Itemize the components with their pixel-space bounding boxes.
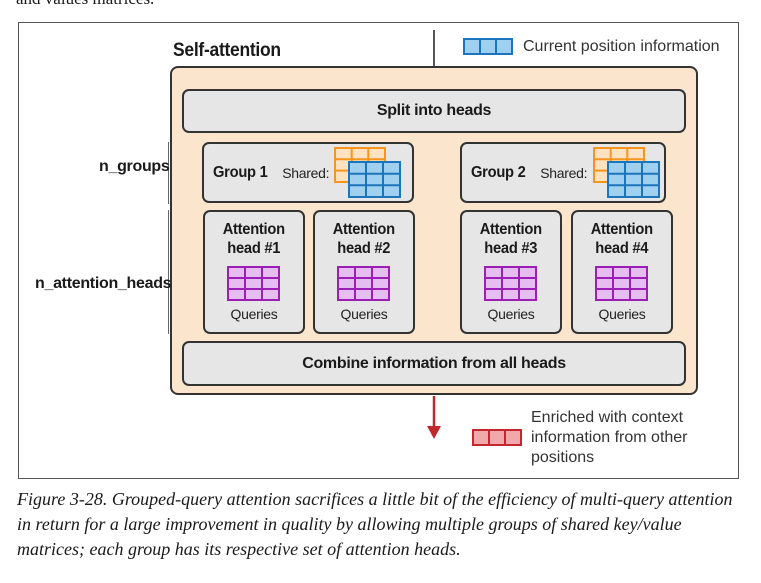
head-3-title-line2: head #3 bbox=[484, 240, 538, 257]
group-2-shared-kv-matrix-icon bbox=[593, 147, 660, 198]
combine-label: Combine information from all heads bbox=[302, 354, 566, 372]
legend-enriched-line3: positions bbox=[531, 449, 595, 466]
split-label: Split into heads bbox=[376, 102, 492, 119]
previous-page-text: and values matrices. bbox=[16, 0, 154, 9]
head-3-queries-label: Queries bbox=[487, 306, 535, 322]
split-into-heads-box: Split into heads bbox=[182, 89, 686, 133]
group-2-shared-label: Shared: bbox=[540, 164, 588, 181]
attention-head-3: Attention head #3 Queries bbox=[460, 210, 562, 334]
head-1-queries-label: Queries bbox=[230, 306, 278, 322]
legend-enriched: Enriched with context information from o… bbox=[531, 408, 688, 468]
combine-heads-box: Combine information from all heads bbox=[182, 341, 686, 386]
blue-vector-legend-icon bbox=[463, 38, 513, 55]
legend-current-position: Current position information bbox=[523, 38, 720, 55]
group-1-label: Group 1 bbox=[213, 163, 268, 181]
red-vector-legend-icon bbox=[472, 429, 522, 446]
self-attention-title: Self-attention bbox=[173, 40, 281, 61]
attention-head-2: Attention head #2 Queries bbox=[313, 210, 415, 334]
head-4-title-line1: Attention bbox=[590, 221, 654, 238]
head-1-title-line1: Attention bbox=[222, 221, 286, 238]
attention-head-1: Attention head #1 Queries bbox=[203, 210, 305, 334]
head-4-title-line2: head #4 bbox=[595, 240, 649, 257]
head-2-queries-label: Queries bbox=[340, 306, 388, 322]
group-1-shared-label: Shared: bbox=[282, 164, 330, 181]
query-matrix-icon bbox=[337, 266, 390, 301]
legend-enriched-line1: Enriched with context bbox=[531, 409, 684, 426]
n-heads-bracket bbox=[168, 210, 169, 334]
attention-head-4-title: Attention head #4 bbox=[591, 220, 653, 258]
attention-head-3-title: Attention head #3 bbox=[480, 220, 542, 258]
query-matrix-icon bbox=[595, 266, 648, 301]
head-2-title-line1: Attention bbox=[332, 221, 396, 238]
head-3-title-line1: Attention bbox=[479, 221, 543, 238]
output-arrow-icon bbox=[427, 396, 441, 439]
n-groups-label: n_groups bbox=[99, 158, 170, 175]
query-matrix-icon bbox=[484, 266, 537, 301]
n-attention-heads-label: n_attention_heads bbox=[35, 275, 172, 292]
attention-head-2-title: Attention head #2 bbox=[333, 220, 395, 258]
group-2-label: Group 2 bbox=[471, 163, 526, 181]
query-matrix-icon bbox=[227, 266, 280, 301]
head-2-title-line2: head #2 bbox=[337, 240, 391, 257]
attention-head-4: Attention head #4 Queries bbox=[571, 210, 673, 334]
head-4-queries-label: Queries bbox=[598, 306, 646, 322]
legend-enriched-line2: information from other bbox=[531, 429, 688, 446]
n-groups-bracket bbox=[168, 142, 169, 204]
figure-caption: Figure 3-28. Grouped-query attention sac… bbox=[17, 489, 733, 559]
group-1-shared-kv-matrix-icon bbox=[334, 147, 401, 198]
attention-head-1-title: Attention head #1 bbox=[223, 220, 285, 258]
head-1-title-line2: head #1 bbox=[227, 240, 281, 257]
